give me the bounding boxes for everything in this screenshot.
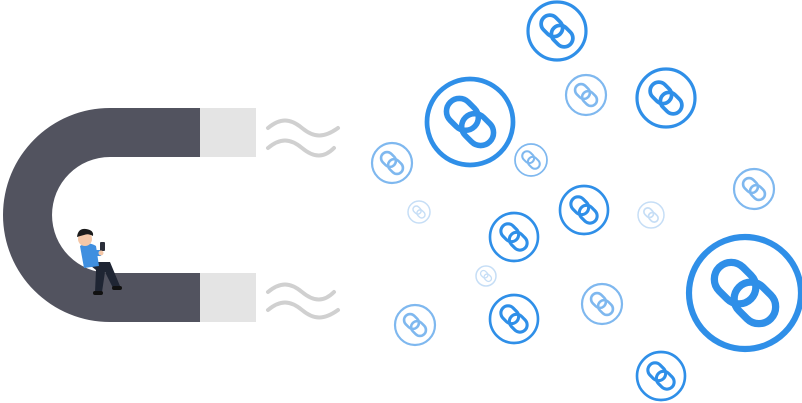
- chain-link-icon: [732, 167, 776, 211]
- magnet-tip-top: [200, 108, 256, 157]
- wave-line: [266, 300, 340, 320]
- chain-link-icon: [514, 143, 548, 177]
- chain-link-icon: [370, 141, 414, 185]
- link-circle: [475, 265, 497, 287]
- chain-link-icon: [635, 67, 697, 129]
- link-circle: [407, 200, 431, 224]
- person-hair: [77, 228, 94, 237]
- link-circle: [635, 67, 697, 129]
- link-circle: [370, 141, 414, 185]
- chain-link-icon: [558, 184, 610, 236]
- link-circle: [637, 201, 665, 229]
- magnet-body: [3, 108, 200, 322]
- chain-link-icon: [475, 265, 497, 287]
- link-circle: [685, 233, 802, 353]
- link-circle: [526, 0, 588, 62]
- link-icons: [370, 0, 802, 402]
- chain-link-icon: [488, 293, 540, 345]
- magnetic-waves: [266, 118, 340, 320]
- link-circle: [393, 303, 437, 347]
- chain-link-icon: [488, 211, 540, 263]
- chain-link-icon: [564, 73, 608, 117]
- person-hand: [98, 250, 104, 256]
- person-legs: [86, 262, 120, 292]
- person-shoe: [93, 291, 103, 295]
- chain-link-icon: [635, 350, 687, 402]
- link-circle: [488, 211, 540, 263]
- chain-link-icon: [685, 233, 802, 353]
- chain-link-icon: [424, 76, 516, 168]
- phone-icon: [100, 242, 105, 251]
- person-shoe: [112, 286, 122, 290]
- link-circle: [580, 282, 624, 326]
- person-shirt: [80, 243, 99, 268]
- magnet-tip-bottom: [200, 273, 256, 322]
- chain-link-icon: [393, 303, 437, 347]
- chain-link-icon: [526, 0, 588, 62]
- chain-link-icon: [580, 282, 624, 326]
- link-circle: [635, 350, 687, 402]
- link-circle: [488, 293, 540, 345]
- wave-line: [266, 138, 336, 158]
- link-circle: [564, 73, 608, 117]
- chain-link-icon: [637, 201, 665, 229]
- person-icon: [77, 228, 122, 295]
- link-circle: [558, 184, 610, 236]
- wave-line: [266, 118, 340, 138]
- wave-line: [266, 282, 336, 302]
- link-circle: [424, 76, 516, 168]
- chain-link-icon: [407, 200, 431, 224]
- link-circle: [514, 143, 548, 177]
- magnet-icon: [3, 108, 256, 322]
- link-circle: [732, 167, 776, 211]
